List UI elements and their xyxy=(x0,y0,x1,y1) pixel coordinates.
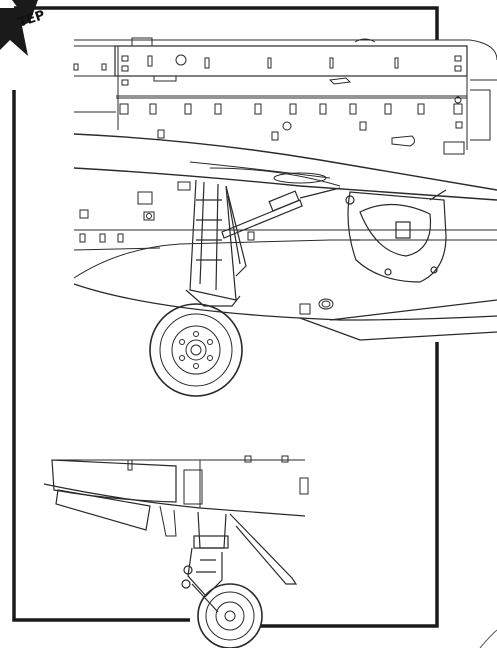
star-icon xyxy=(0,0,38,56)
exhaust-bay xyxy=(470,79,497,141)
fuselage-top-edge xyxy=(74,39,497,61)
step-badge: TEP xyxy=(0,0,47,56)
wing-trailing-edge xyxy=(73,167,497,201)
page-frame xyxy=(12,6,439,628)
retraction-jack xyxy=(221,187,341,239)
fuselage-side-panel xyxy=(74,45,119,130)
page-corner xyxy=(479,629,497,648)
radiator-scoop xyxy=(299,299,497,341)
panel-markings xyxy=(73,37,465,155)
elevator xyxy=(51,459,177,503)
main-gear-strut xyxy=(185,179,247,307)
wheel-well xyxy=(345,189,447,283)
wing-leading-edge xyxy=(73,133,497,191)
fuselage-belly xyxy=(73,239,497,279)
wing-fillet xyxy=(209,167,341,187)
tail-wheel xyxy=(197,583,263,648)
belly-lower-line xyxy=(73,283,497,321)
lower-panel-markings xyxy=(79,181,334,315)
main-gear-view xyxy=(73,37,497,397)
main-wheel xyxy=(149,303,243,397)
canopy-frame xyxy=(114,45,468,77)
tail-wheel-view xyxy=(43,455,309,648)
tail-wheel-strut xyxy=(181,511,298,613)
rudder-fin xyxy=(55,489,151,531)
